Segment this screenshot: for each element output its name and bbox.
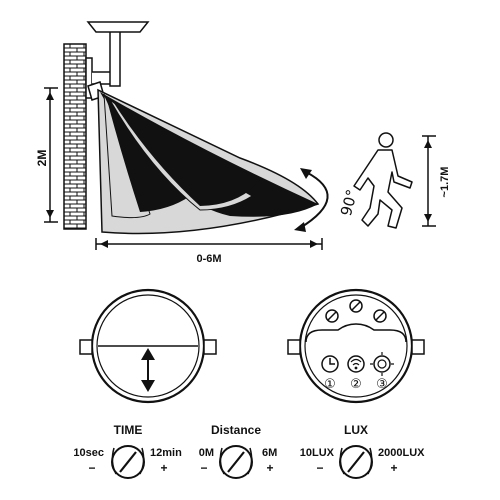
wall-lamp: [85, 21, 150, 99]
distance-plus-sign: +: [266, 461, 273, 475]
knob-number-2: ②: [350, 377, 362, 392]
distance-knob[interactable]: [219, 445, 253, 479]
time-max-label: 12min: [150, 447, 182, 459]
control-time: TIME 10sec 12min − +: [73, 423, 182, 479]
distance-label: 0-6M: [196, 253, 221, 265]
angle-label: 90°: [337, 188, 361, 218]
lux-plus-sign: +: [390, 461, 397, 475]
control-lux: LUX 10LUX 2000LUX − +: [300, 423, 425, 479]
lux-knob[interactable]: [339, 445, 373, 479]
screw-icon: [325, 299, 387, 323]
time-min-label: 10sec: [73, 447, 104, 459]
height-dimension: 2M: [35, 87, 58, 223]
knob-number-1: ①: [324, 377, 336, 392]
distance-minus-sign: −: [200, 461, 207, 475]
time-plus-sign: +: [160, 461, 167, 475]
lux-dial-icon[interactable]: [370, 352, 394, 376]
time-title: TIME: [114, 423, 143, 437]
knob-number-3: ③: [376, 377, 388, 392]
brick-wall: [63, 43, 87, 230]
time-dial-icon[interactable]: [321, 355, 339, 373]
sensor-front-view: [79, 288, 217, 404]
distance-dimension: 0-6M: [95, 238, 323, 265]
height-label: 2M: [35, 150, 49, 167]
zone-beam-5: [112, 100, 260, 206]
lux-min-label: 10LUX: [300, 447, 335, 459]
installation-scene: 2M 0-6M 90° ~1.7M: [35, 21, 451, 265]
distance-title: Distance: [211, 423, 261, 437]
time-minus-sign: −: [88, 461, 95, 475]
lux-max-label: 2000LUX: [378, 447, 425, 459]
distance-max-label: 6M: [262, 447, 277, 459]
time-knob[interactable]: [111, 445, 145, 479]
walking-person-icon: [353, 132, 413, 229]
person-height-dimension: ~1.7M: [422, 135, 451, 227]
distance-min-label: 0M: [199, 447, 214, 459]
up-down-arrow-icon: [141, 348, 155, 392]
control-distance: Distance 0M 6M − +: [199, 423, 277, 479]
radar-dial-icon[interactable]: [347, 355, 365, 373]
lux-title: LUX: [344, 423, 368, 437]
detection-zone: [97, 88, 320, 235]
lux-minus-sign: −: [316, 461, 323, 475]
sensor-control-panel-view: ① ② ③: [287, 288, 425, 404]
person-height-label: ~1.7M: [439, 167, 451, 198]
